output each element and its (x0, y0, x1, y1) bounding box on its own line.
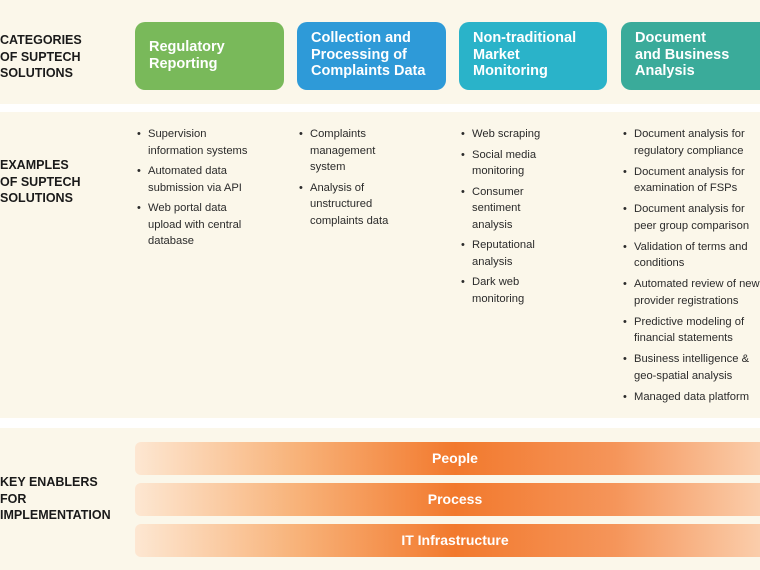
example-text: Automated review of new provider registr… (634, 278, 760, 307)
examples-row-label: EXAMPLES OF SUPTECH SOLUTIONS (0, 158, 81, 205)
list-item: • Automated data submission via API (135, 163, 285, 196)
bullet-icon: • (623, 315, 627, 328)
example-text: Web scraping (472, 128, 541, 140)
enabler-bar-process: Process (135, 483, 760, 516)
example-text: Social media monitoring (472, 148, 537, 178)
list-item: • Web scraping (459, 126, 609, 143)
list-item: • Web portal data upload with central dat… (135, 200, 285, 250)
enablers-row-label: KEY ENABLERS FOR IMPLEMENTATION (0, 475, 111, 522)
list-item: • Supervision information systems (135, 126, 285, 159)
bullet-icon: • (461, 148, 465, 161)
example-text: Web portal data upload with central data… (148, 202, 242, 247)
list-item: • Automated review of new provider regist… (621, 276, 760, 309)
example-text: Validation of terms and conditions (634, 240, 748, 270)
bullet-icon: • (623, 165, 627, 178)
category-label: Non-traditional Market Monitoring (473, 30, 577, 79)
bullet-icon: • (623, 128, 627, 140)
list-item: • Document analysis for examination of FS… (621, 164, 760, 197)
bullet-icon: • (299, 181, 303, 194)
bullet-icon: • (461, 185, 465, 198)
example-text: Reputational analysis (472, 239, 535, 268)
categories-row-label: CATEGORIES OF SUPTECH SOLUTIONS (0, 33, 82, 80)
examples-list-document-business-analysis: • Document analysis for regulatory compli… (621, 126, 760, 410)
list-item: • Consumer sentiment analysis (459, 184, 609, 234)
bullet-icon: • (461, 128, 465, 140)
list-item: • Dark web monitoring (459, 274, 609, 307)
bullet-icon: • (137, 165, 141, 177)
example-text: Document analysis for regulatory complia… (634, 128, 745, 157)
category-complaints-data: Collection and Processing of Complaints … (297, 22, 446, 90)
list-item: • Document analysis for peer group compar… (621, 201, 760, 234)
example-text: Supervision information systems (148, 128, 248, 157)
example-text: Business intelligence & geo-spatial anal… (634, 353, 750, 382)
example-text: Managed data platform (634, 390, 750, 403)
bullet-icon: • (137, 128, 141, 140)
bullet-icon: • (461, 239, 465, 251)
examples-list-market-monitoring: • Web scraping • Social media monitoring •… (459, 126, 609, 311)
list-item: • Validation of terms and conditions (621, 239, 760, 272)
example-text: Automated data submission via API (148, 165, 242, 194)
examples-band (0, 112, 760, 418)
examples-list-complaints-data: • Complaints management system • Analysis … (297, 126, 447, 233)
category-label: Collection and Processing of Complaints … (311, 30, 426, 79)
bullet-icon: • (299, 128, 303, 140)
bullet-icon: • (623, 353, 627, 365)
example-text: Dark web monitoring (472, 276, 525, 305)
bullet-icon: • (623, 240, 627, 253)
list-item: • Document analysis for regulatory compli… (621, 126, 760, 159)
list-item: • Complaints management system (297, 126, 447, 176)
list-item: • Social media monitoring (459, 147, 609, 180)
enabler-bar-people: People (135, 442, 760, 475)
category-regulatory-reporting: Regulatory Reporting (135, 22, 284, 90)
category-label: Document and Business Analysis (635, 30, 730, 79)
example-text: Analysis of unstructured complaints data (310, 181, 389, 227)
list-item: • Managed data platform (621, 389, 760, 406)
bullet-icon: • (623, 278, 627, 290)
enabler-bar-it-infrastructure: IT Infrastructure (135, 524, 760, 557)
example-text: Complaints management system (310, 128, 376, 173)
list-item: • Business intelligence & geo-spatial ana… (621, 351, 760, 384)
examples-list-regulatory-reporting: • Supervision information systems • Automa… (135, 126, 285, 254)
example-text: Document analysis for examination of FSP… (634, 165, 745, 195)
example-text: Document analysis for peer group compari… (634, 203, 750, 232)
example-text: Consumer sentiment analysis (472, 185, 524, 231)
list-item: • Analysis of unstructured complaints dat… (297, 180, 447, 230)
category-label: Regulatory Reporting (149, 39, 225, 72)
bullet-icon: • (461, 276, 465, 288)
category-document-business-analysis: Document and Business Analysis (621, 22, 760, 90)
bullet-icon: • (623, 390, 627, 403)
example-text: Predictive modeling of financial stateme… (634, 315, 745, 345)
bullet-icon: • (137, 202, 141, 214)
bullet-icon: • (623, 203, 627, 215)
list-item: • Predictive modeling of financial statem… (621, 314, 760, 347)
category-market-monitoring: Non-traditional Market Monitoring (459, 22, 607, 90)
list-item: • Reputational analysis (459, 237, 609, 270)
